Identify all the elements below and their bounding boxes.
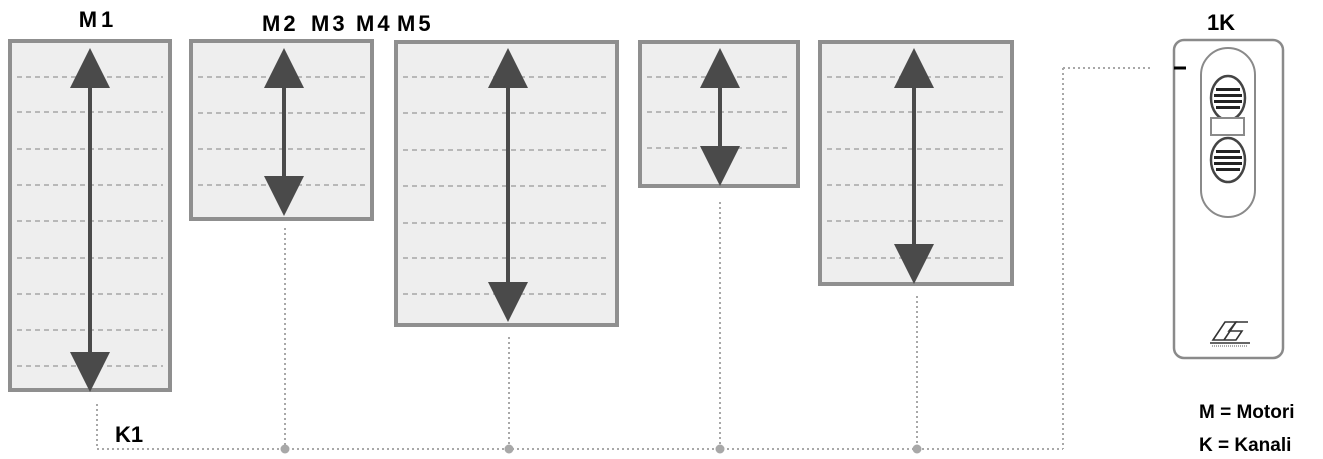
shutter-m5 [818,40,1014,286]
shutter-m2 [189,39,374,221]
legend: M = Motori K = Kanali [1199,402,1295,456]
junction-dot [715,444,725,454]
legend-motors: M = Motori [1199,402,1295,423]
brand-logo-icon [1210,321,1250,347]
label-channel: K1 [115,422,143,447]
label-remote: 1K [1207,10,1235,35]
junction-dot [280,444,290,454]
shutter-m3 [394,40,619,327]
wiring [96,67,1153,450]
down-button-icon[interactable] [1209,136,1247,184]
shutter-m1 [8,39,172,392]
junction-dot [912,444,922,454]
shutter-m4 [638,40,800,188]
label-m5: M5 [397,11,434,36]
label-m3: M3 [311,11,348,36]
label-m2: M2 [262,11,299,36]
junction-dot [504,444,514,454]
remote-control [1172,38,1285,360]
label-m1: M1 [79,7,118,32]
remote-display [1210,117,1245,136]
up-button-icon[interactable] [1209,74,1247,122]
label-m4: M4 [356,11,393,36]
legend-channels: K = Kanali [1199,435,1291,456]
bus-junctions [280,444,922,454]
